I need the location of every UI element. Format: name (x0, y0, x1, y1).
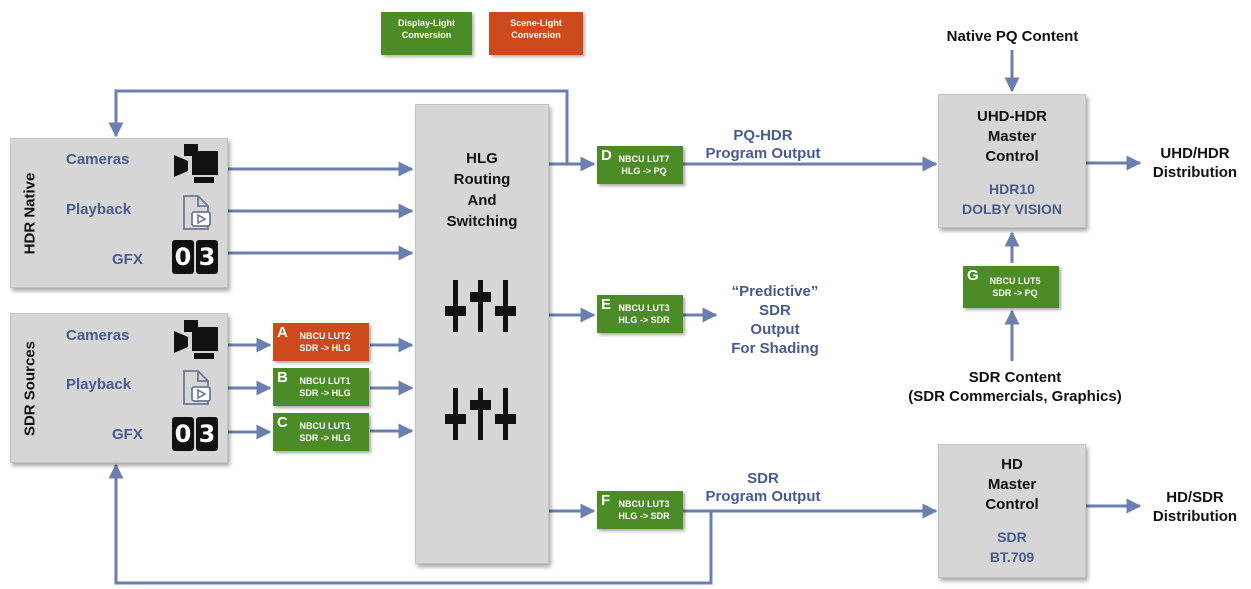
predictive-line2: SDR (759, 302, 791, 319)
sdr-playback-label: Playback (66, 376, 132, 393)
gfx-digit: 3 (196, 240, 218, 274)
hd-master-sub2: BT.709 (989, 549, 1035, 565)
mixer-sliders-icon (445, 280, 516, 332)
gfx-digit: 0 (172, 417, 194, 451)
predictive-line3: Output (750, 321, 800, 338)
lut-f-line2: HLG -> SDR (618, 511, 670, 521)
lut-b-letter: B (277, 369, 288, 386)
legend-scene-light: Scene-Light Conversion (489, 12, 583, 55)
lut-b: B NBCU LUT1 SDR -> HLG (273, 368, 369, 406)
lut-f: F NBCU LUT3 HLG -> SDR (597, 491, 683, 529)
lut-f-letter: F (601, 492, 611, 509)
lut-e: E NBCU LUT3 HLG -> SDR (597, 295, 683, 333)
routing-line2: Routing (453, 171, 511, 188)
lut-c-line1: NBCU LUT1 (299, 421, 351, 431)
legend-display-light-line2: Conversion (401, 30, 452, 40)
hdr-native-title: HDR Native (21, 172, 39, 255)
sdr-output-line2: Program Output (705, 488, 821, 505)
uhd-master-sub1: HDR10 (989, 181, 1035, 197)
sdr-content-line1: SDR Content (968, 369, 1062, 386)
playback-file-icon (183, 370, 211, 405)
lut-c: C NBCU LUT1 SDR -> HLG (273, 413, 369, 451)
sdr-output-line1: SDR (747, 470, 779, 487)
hdr-cameras-label: Cameras (66, 151, 130, 168)
sdr-sources-title: SDR Sources (21, 340, 39, 437)
uhd-hdr-distribution-label: UHD/HDR Distribution (1145, 144, 1245, 182)
hlg-routing-box (415, 104, 549, 564)
lut-e-line1: NBCU LUT3 (618, 303, 670, 313)
native-pq-label: Native PQ Content (946, 28, 1079, 45)
sdr-content-line2: (SDR Commercials, Graphics) (908, 388, 1122, 405)
lut-a-line2: SDR -> HLG (299, 343, 351, 353)
hdr-gfx-label: GFX (112, 251, 143, 268)
lut-g: G NBCU LUT5 SDR -> PQ (963, 266, 1059, 308)
lut-c-letter: C (277, 414, 288, 431)
hdr-playback-label: Playback (66, 201, 132, 218)
predictive-line4: For Shading (731, 340, 819, 357)
sdr-content-label: SDR Content (SDR Commercials, Graphics) (890, 368, 1140, 406)
pq-hdr-line1: PQ-HDR (733, 127, 793, 144)
lut-g-line1: NBCU LUT5 (989, 276, 1041, 286)
legend-scene-light-line1: Scene-Light (510, 18, 562, 28)
legend-scene-light-line2: Conversion (511, 30, 561, 40)
sdr-cameras-label: Cameras (66, 327, 130, 344)
pq-hdr-line2: Program Output (705, 145, 821, 162)
lut-a-line1: NBCU LUT2 (299, 331, 351, 341)
pq-hdr-output-label: PQ-HDR Program Output (688, 127, 838, 163)
hd-dist-line2: Distribution (1152, 508, 1238, 525)
camera-icon (174, 320, 218, 359)
lut-g-letter: G (967, 267, 979, 284)
gfx-counter-icon: 0 3 (172, 240, 218, 274)
predictive-line1: “Predictive” (731, 283, 819, 300)
routing-line4: Switching (446, 213, 518, 230)
mixer-sliders-icon (445, 388, 516, 440)
lut-e-line2: HLG -> SDR (618, 315, 670, 325)
routing-line1: HLG (466, 150, 498, 167)
legend-display-light: Display-Light Conversion (381, 12, 472, 55)
gfx-counter-icon: 0 3 (172, 417, 218, 451)
uhd-dist-line2: Distribution (1152, 164, 1238, 181)
gfx-digit: 3 (196, 417, 218, 451)
legend-display-light-line1: Display-Light (397, 18, 455, 28)
sdr-program-output-label: SDR Program Output (688, 470, 838, 506)
lut-g-line2: SDR -> PQ (992, 288, 1038, 298)
predictive-output-label: “Predictive” SDR Output For Shading (700, 282, 850, 358)
lut-d: D NBCU LUT7 HLG -> PQ (597, 146, 683, 184)
sdr-gfx-label: GFX (112, 426, 143, 443)
lut-d-line2: HLG -> PQ (621, 166, 667, 176)
hd-master-line2: Master (987, 476, 1037, 493)
uhd-master-line1: UHD-HDR (977, 108, 1047, 125)
uhd-hdr-master-control: UHD-HDR Master Control HDR10 DOLBY VISIO… (938, 94, 1086, 228)
lut-d-line1: NBCU LUT7 (618, 154, 670, 164)
hd-master-line1: HD (1001, 456, 1023, 473)
uhd-master-line2: Master (987, 128, 1037, 145)
routing-line3: And (467, 192, 497, 209)
uhd-master-sub2: DOLBY VISION (961, 201, 1063, 217)
uhd-dist-line1: UHD/HDR (1160, 145, 1230, 162)
hd-master-line3: Control (985, 496, 1039, 513)
camera-icon (174, 144, 218, 183)
wire-loop-hdr (108, 89, 569, 164)
hd-master-sub1: SDR (997, 529, 1027, 545)
wire-loop-sdr (108, 463, 713, 585)
lut-c-line2: SDR -> HLG (299, 433, 351, 443)
lut-a-letter: A (277, 324, 288, 341)
hd-dist-line1: HD/SDR (1166, 489, 1224, 506)
lut-f-line1: NBCU LUT3 (618, 499, 670, 509)
lut-b-line2: SDR -> HLG (299, 388, 351, 398)
uhd-master-line3: Control (985, 148, 1039, 165)
hd-master-control: HD Master Control SDR BT.709 (938, 444, 1086, 578)
playback-file-icon (183, 195, 211, 230)
lut-a: A NBCU LUT2 SDR -> HLG (273, 323, 369, 361)
gfx-digit: 0 (172, 240, 194, 274)
hd-sdr-distribution-label: HD/SDR Distribution (1145, 488, 1245, 526)
lut-d-letter: D (601, 147, 612, 164)
lut-e-letter: E (601, 296, 612, 313)
lut-b-line1: NBCU LUT1 (299, 376, 351, 386)
routing-title: HLG Routing And Switching (415, 148, 549, 232)
